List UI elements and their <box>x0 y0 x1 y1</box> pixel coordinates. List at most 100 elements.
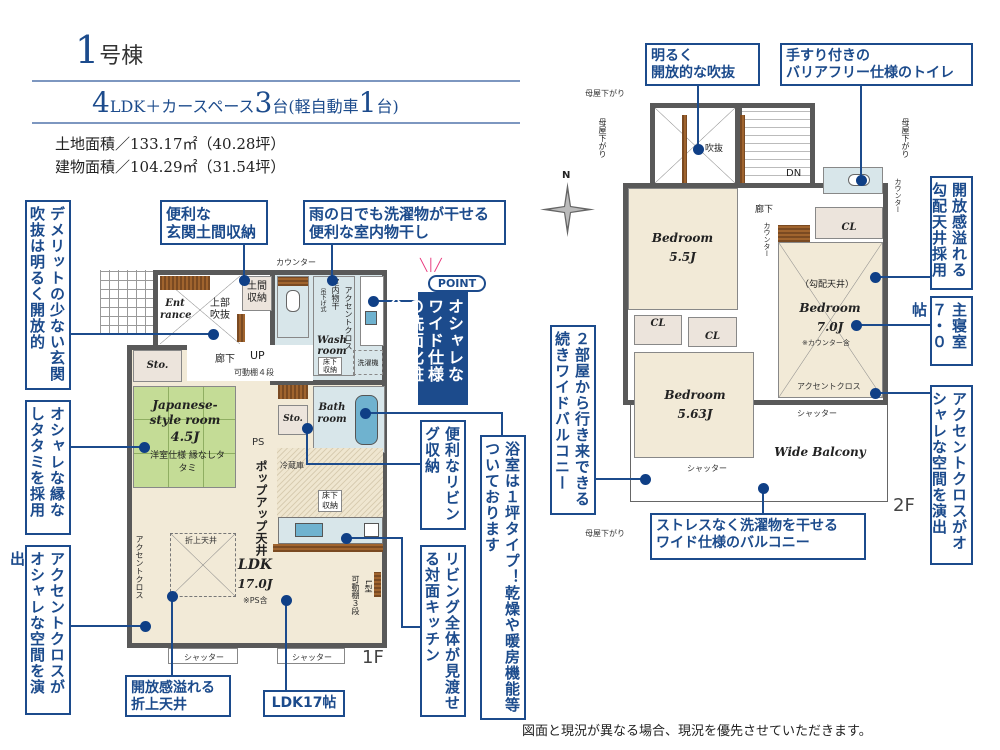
accent-cloth-2f-label: アクセントクロス <box>797 382 861 391</box>
callout-bathroom: 浴室は１坪タイプ！乾燥や暖房機能等ついております <box>480 435 526 720</box>
compass: N <box>540 170 595 240</box>
doma-storage-label: 土間 収納 <box>247 281 267 304</box>
bedroom-1-size: 5.5J <box>669 250 696 264</box>
leader-line <box>875 392 930 394</box>
plan-type: LDK＋カースペース <box>109 97 255 116</box>
leader-line <box>401 626 420 628</box>
master-bedroom-size: 7.0J <box>816 320 844 334</box>
stair-rail-2f <box>740 115 745 185</box>
callout-accent-cloth-1f: アクセントクロスがオシャレな空間を演出 <box>8 545 71 715</box>
stair-1f <box>237 314 245 342</box>
moya-label-2: 母屋下がり <box>598 118 607 158</box>
accent-cloth-wash-label: アクセントクロス <box>344 286 353 350</box>
leader-line <box>856 324 930 326</box>
japanese-room <box>133 386 236 488</box>
bedroom-2 <box>634 352 754 458</box>
marker-dot <box>239 275 250 286</box>
marker-dot <box>167 591 178 602</box>
leader-line <box>697 85 699 149</box>
callout-indoor-drying: 雨の日でも洗濯物が干せる 便利な室内物干し <box>303 200 506 245</box>
compass-icon <box>540 182 595 237</box>
l-shape-label: L型 <box>364 580 373 593</box>
leader-line <box>860 85 862 180</box>
ldk-size: 17.0J <box>237 577 273 591</box>
callout-living-storage: 便利なリビング収納 <box>420 420 466 530</box>
leader-line <box>70 625 145 627</box>
void-label: 吹抜 <box>705 144 724 154</box>
callout-doma-storage: 便利な 玄関土間収納 <box>160 200 268 245</box>
shelf-4 <box>278 385 308 399</box>
marker-dot <box>302 423 313 434</box>
callout-accent-cloth-2f: アクセントクロスがオシャレな空間を演出 <box>930 385 973 565</box>
marker-dot <box>139 442 150 453</box>
closet-1: CL <box>634 315 682 345</box>
callout-kitchen: リビング全体が見渡せる対面キッチン <box>420 545 466 717</box>
callout-tatami: オシャレな縁なしタタミを採用 <box>25 400 71 535</box>
shutter-2f-left: シャッター <box>687 464 727 473</box>
entrance-label: Ent rance <box>160 298 192 321</box>
leader-line <box>346 537 402 539</box>
shutter-1f-left: シャッター <box>168 648 238 664</box>
callout-master-bedroom: 主寝室７・０帖 <box>910 296 973 366</box>
callout-void-2f: 明るく 開放的な吹抜 <box>645 43 760 86</box>
callout-entrance-void: デメリットの少ない玄関吹抜は明るく開放的 <box>25 200 71 390</box>
marker-dot <box>851 320 862 331</box>
moya-label-1: 母屋下がり <box>585 89 625 98</box>
marker-dot <box>140 621 151 632</box>
shelf-3-label: 可動棚３段 <box>351 575 360 615</box>
marker-dot <box>360 408 371 419</box>
callout-connected-balcony: ２部屋から行き来できる続きワイドバルコニー <box>550 325 596 515</box>
japanese-room-note: 洋室仕様 縁なしタタミ <box>150 451 225 474</box>
marker-dot <box>368 296 379 307</box>
point-badge: POINT <box>428 275 486 292</box>
storage-1-label: Sto. <box>146 360 169 371</box>
bathtub <box>355 395 378 445</box>
hanging-type-label: 吊下げ式 <box>319 288 326 312</box>
entrance-tiles <box>100 270 158 335</box>
stairs-up-label: UP <box>250 349 265 362</box>
leader-line <box>243 245 245 280</box>
leader-line <box>306 463 420 465</box>
accent-cloth-ldk-label: アクセントクロス <box>135 535 144 599</box>
kitchen-underfloor-storage: 床下 収納 <box>318 490 342 512</box>
building-area: 建物面積／104.29㎡（31.54坪） <box>55 158 286 176</box>
marker-dot <box>693 144 704 155</box>
callout-barrier-free-toilet: 手すり付きの バリアフリー仕様のトイレ <box>780 43 973 86</box>
plan-cars: 3 <box>254 86 273 119</box>
plan-unit2: 台) <box>376 97 399 116</box>
marker-dot <box>208 329 219 340</box>
callout-wide-balcony: ストレスなく洗濯物を干せる ワイド仕様のバルコニー <box>650 513 866 560</box>
doma-storage-label: 上部 吹抜 <box>210 298 230 321</box>
bedroom-2-label: Bedroom <box>664 388 726 402</box>
building-number: 1 <box>75 28 100 72</box>
marker-dot <box>758 483 769 494</box>
shutter-label: シャッター <box>184 653 224 662</box>
ps-label: PS <box>252 437 265 448</box>
building-title: 1号棟 <box>75 28 143 72</box>
coffered-ceiling-label: 折上天井 <box>185 536 217 545</box>
leader-line <box>285 600 287 690</box>
entrance-storage-shelf <box>160 276 210 290</box>
leader-line <box>70 446 145 448</box>
counter-2f <box>778 225 810 242</box>
leader-line <box>595 478 645 480</box>
corridor-label-2f: 廊下 <box>755 205 774 215</box>
sloped-ceiling-label: （勾配天井） <box>800 280 855 290</box>
wash-underfloor-storage: 床下 収納 <box>318 357 342 375</box>
shutter-label: シャッター <box>292 653 332 662</box>
plan-kei-count: 1 <box>358 86 377 119</box>
leader-line <box>171 596 173 676</box>
toilet-1f <box>277 276 309 338</box>
master-bedroom <box>778 242 883 398</box>
bedroom-2-size: 5.63J <box>677 407 713 421</box>
callout-washbasin: オシャレなワイド仕様の洗面化粧台 <box>385 292 468 405</box>
coffered-ceiling <box>170 533 236 597</box>
void-beam <box>682 115 687 183</box>
marker-dot <box>640 474 651 485</box>
shutter-2f-right: シャッター <box>797 409 837 418</box>
kitchen-counter-wood <box>273 544 383 552</box>
marker-dot <box>281 595 292 606</box>
callout-sloped-ceiling: 開放感溢れる勾配天井採用 <box>930 176 973 290</box>
moya-label-4: 母屋下がり <box>585 529 625 538</box>
callout-coffered-ceiling: 開放感溢れる 折上天井 <box>125 675 231 717</box>
